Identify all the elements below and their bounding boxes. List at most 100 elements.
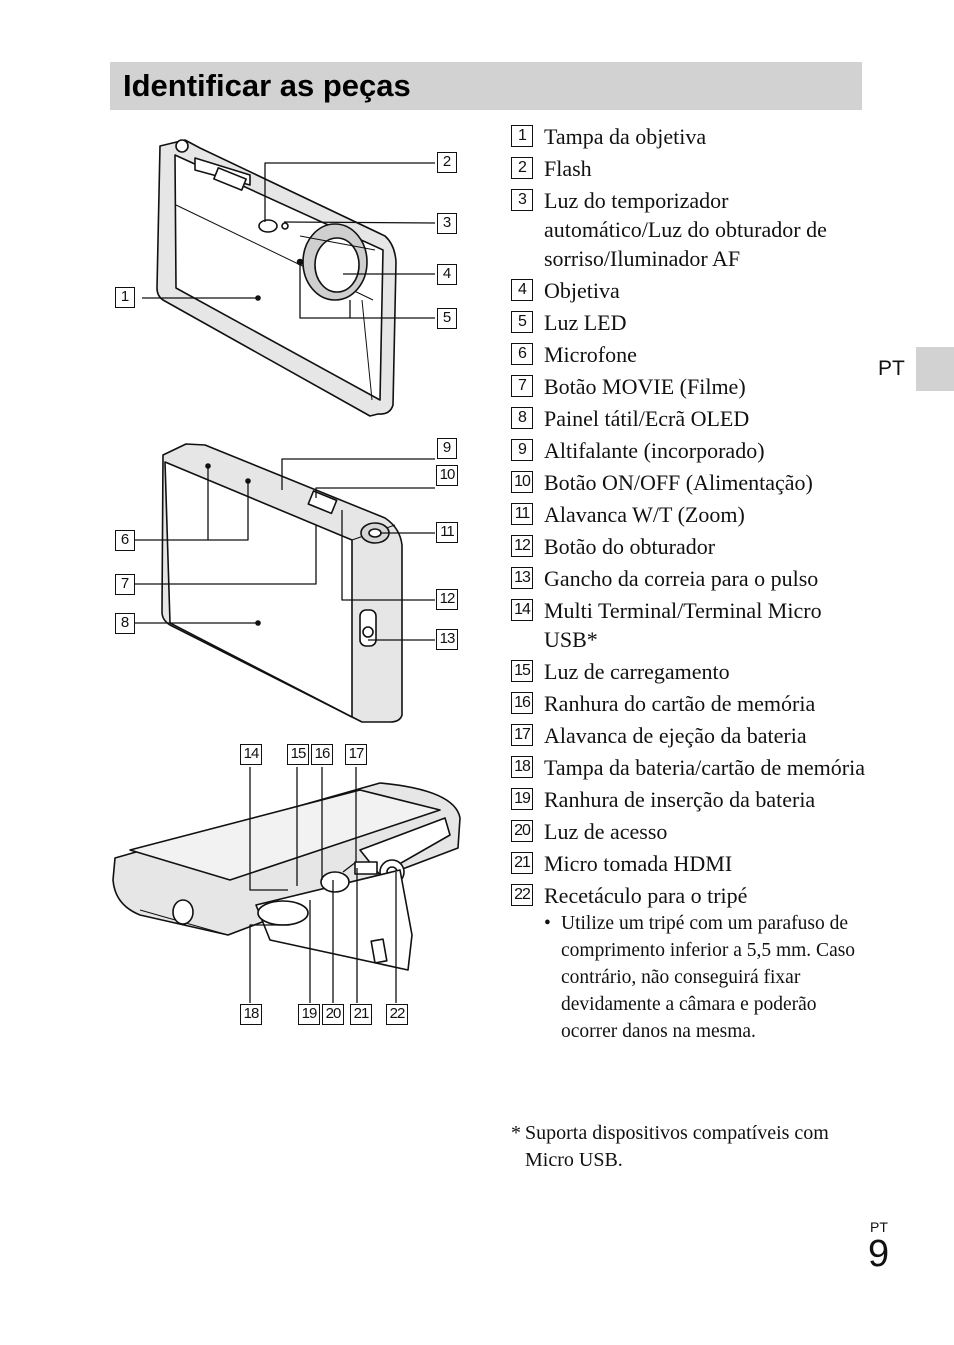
item-number: 18 <box>511 756 533 778</box>
item-number: 8 <box>511 407 533 429</box>
footnote: * Suporta dispositivos compatíveis com M… <box>511 1120 851 1174</box>
item-number: 9 <box>511 439 533 461</box>
parts-list: 1 Tampa da objetiva 2 Flash 3 Luz do tempor… <box>511 122 871 1048</box>
page-number: 9 <box>868 1233 890 1275</box>
callout-6: 6 <box>115 530 135 551</box>
item-label: Luz do temporizador automático/Luz do ob… <box>544 188 827 271</box>
bullet-icon: • <box>544 913 551 934</box>
item-number: 19 <box>511 788 533 810</box>
item-number: 14 <box>511 599 533 621</box>
list-item: 3 Luz do temporizador automático/Luz do o… <box>511 186 871 273</box>
item-label: Ranhura do cartão de memória <box>544 691 816 716</box>
item-label: Luz LED <box>544 310 627 335</box>
callout-21: 21 <box>350 1004 372 1025</box>
tripod-note-text: Utilize um tripé com um parafuso de comp… <box>561 913 856 1042</box>
item-label: Botão ON/OFF (Alimentação) <box>544 470 813 495</box>
item-number: 21 <box>511 852 533 874</box>
item-label: Recetáculo para o tripé <box>544 883 748 908</box>
item-number: 2 <box>511 157 533 179</box>
section-title-bar: Identificar as peças <box>110 62 862 110</box>
item-label: Luz de acesso <box>544 819 668 844</box>
item-label: Botão MOVIE (Filme) <box>544 374 746 399</box>
item-label: Ranhura de inserção da bateria <box>544 787 816 812</box>
item-number: 3 <box>511 189 533 211</box>
callout-1: 1 <box>115 287 135 308</box>
callout-12: 12 <box>436 589 458 610</box>
item-number: 17 <box>511 724 533 746</box>
item-number: 1 <box>511 125 533 147</box>
camera-bottom-view <box>112 767 461 1003</box>
callout-18: 18 <box>240 1004 262 1025</box>
list-item: 4 Objetiva <box>511 276 871 305</box>
list-item: 1 Tampa da objetiva <box>511 122 871 151</box>
item-number: 6 <box>511 343 533 365</box>
item-label: Multi Terminal/Terminal Micro USB* <box>544 598 822 652</box>
callout-19: 19 <box>298 1004 320 1025</box>
item-label: Altifalante (incorporado) <box>544 438 765 463</box>
callout-16: 16 <box>311 744 333 765</box>
list-item: 6 Microfone <box>511 340 871 369</box>
list-item: 19 Ranhura de inserção da bateria <box>511 785 871 814</box>
list-item: 21 Micro tomada HDMI <box>511 849 871 878</box>
language-side-tab <box>916 347 954 391</box>
callout-20: 20 <box>322 1004 344 1025</box>
item-number: 20 <box>511 820 533 842</box>
item-label: Microfone <box>544 342 637 367</box>
list-item: 9 Altifalante (incorporado) <box>511 436 871 465</box>
camera-back-view <box>135 443 435 723</box>
callout-2: 2 <box>437 152 457 173</box>
item-label: Objetiva <box>544 278 620 303</box>
list-item: 13 Gancho da correia para o pulso <box>511 564 871 593</box>
callout-15: 15 <box>287 744 309 765</box>
item-label: Luz de carregamento <box>544 659 730 684</box>
list-item: 11 Alavanca W/T (Zoom) <box>511 500 871 529</box>
page-language-label: PT <box>870 1219 888 1235</box>
side-tab-label: PT <box>878 357 905 380</box>
camera-front-view <box>142 139 436 417</box>
callout-10: 10 <box>436 465 458 486</box>
callout-13: 13 <box>436 629 458 650</box>
list-item: 20 Luz de acesso <box>511 817 871 846</box>
item-number: 16 <box>511 692 533 714</box>
callout-4: 4 <box>437 264 457 285</box>
item-label: Alavanca W/T (Zoom) <box>544 502 745 527</box>
item-label: Botão do obturador <box>544 534 716 559</box>
item-label: Gancho da correia para o pulso <box>544 566 819 591</box>
item-label: Alavanca de ejeção da bateria <box>544 723 807 748</box>
list-item: 17 Alavanca de ejeção da bateria <box>511 721 871 750</box>
list-item: 18 Tampa da bateria/cartão de memória <box>511 753 871 782</box>
item-label: Painel tátil/Ecrã OLED <box>544 406 750 431</box>
item-label: Tampa da bateria/cartão de memória <box>544 755 865 780</box>
callout-3: 3 <box>437 213 457 234</box>
footnote-text: Suporta dispositivos compatíveis com Mic… <box>525 1122 829 1171</box>
callout-11: 11 <box>436 522 458 543</box>
item-number: 4 <box>511 279 533 301</box>
item-number: 7 <box>511 375 533 397</box>
callout-14: 14 <box>240 744 262 765</box>
item-label: Flash <box>544 156 592 181</box>
callout-9: 9 <box>437 438 457 459</box>
list-item: 15 Luz de carregamento <box>511 657 871 686</box>
callout-17: 17 <box>345 744 367 765</box>
list-item: 8 Painel tátil/Ecrã OLED <box>511 404 871 433</box>
list-item: 14 Multi Terminal/Terminal Micro USB* <box>511 596 871 654</box>
item-number: 11 <box>511 503 533 525</box>
footnote-marker: * <box>511 1122 521 1144</box>
item-number: 10 <box>511 471 533 493</box>
item-label: Micro tomada HDMI <box>544 851 733 876</box>
item-number: 13 <box>511 567 533 589</box>
list-item: 10 Botão ON/OFF (Alimentação) <box>511 468 871 497</box>
callout-8: 8 <box>115 613 135 634</box>
item-number: 12 <box>511 535 533 557</box>
item-number: 15 <box>511 660 533 682</box>
callout-7: 7 <box>115 574 135 595</box>
list-item: 7 Botão MOVIE (Filme) <box>511 372 871 401</box>
tripod-note: • Utilize um tripé com um parafuso de com… <box>544 910 871 1045</box>
callout-22: 22 <box>386 1004 408 1025</box>
list-item: 2 Flash <box>511 154 871 183</box>
list-item: 12 Botão do obturador <box>511 532 871 561</box>
page-title: Identificar as peças <box>123 68 411 103</box>
item-label: Tampa da objetiva <box>544 124 707 149</box>
